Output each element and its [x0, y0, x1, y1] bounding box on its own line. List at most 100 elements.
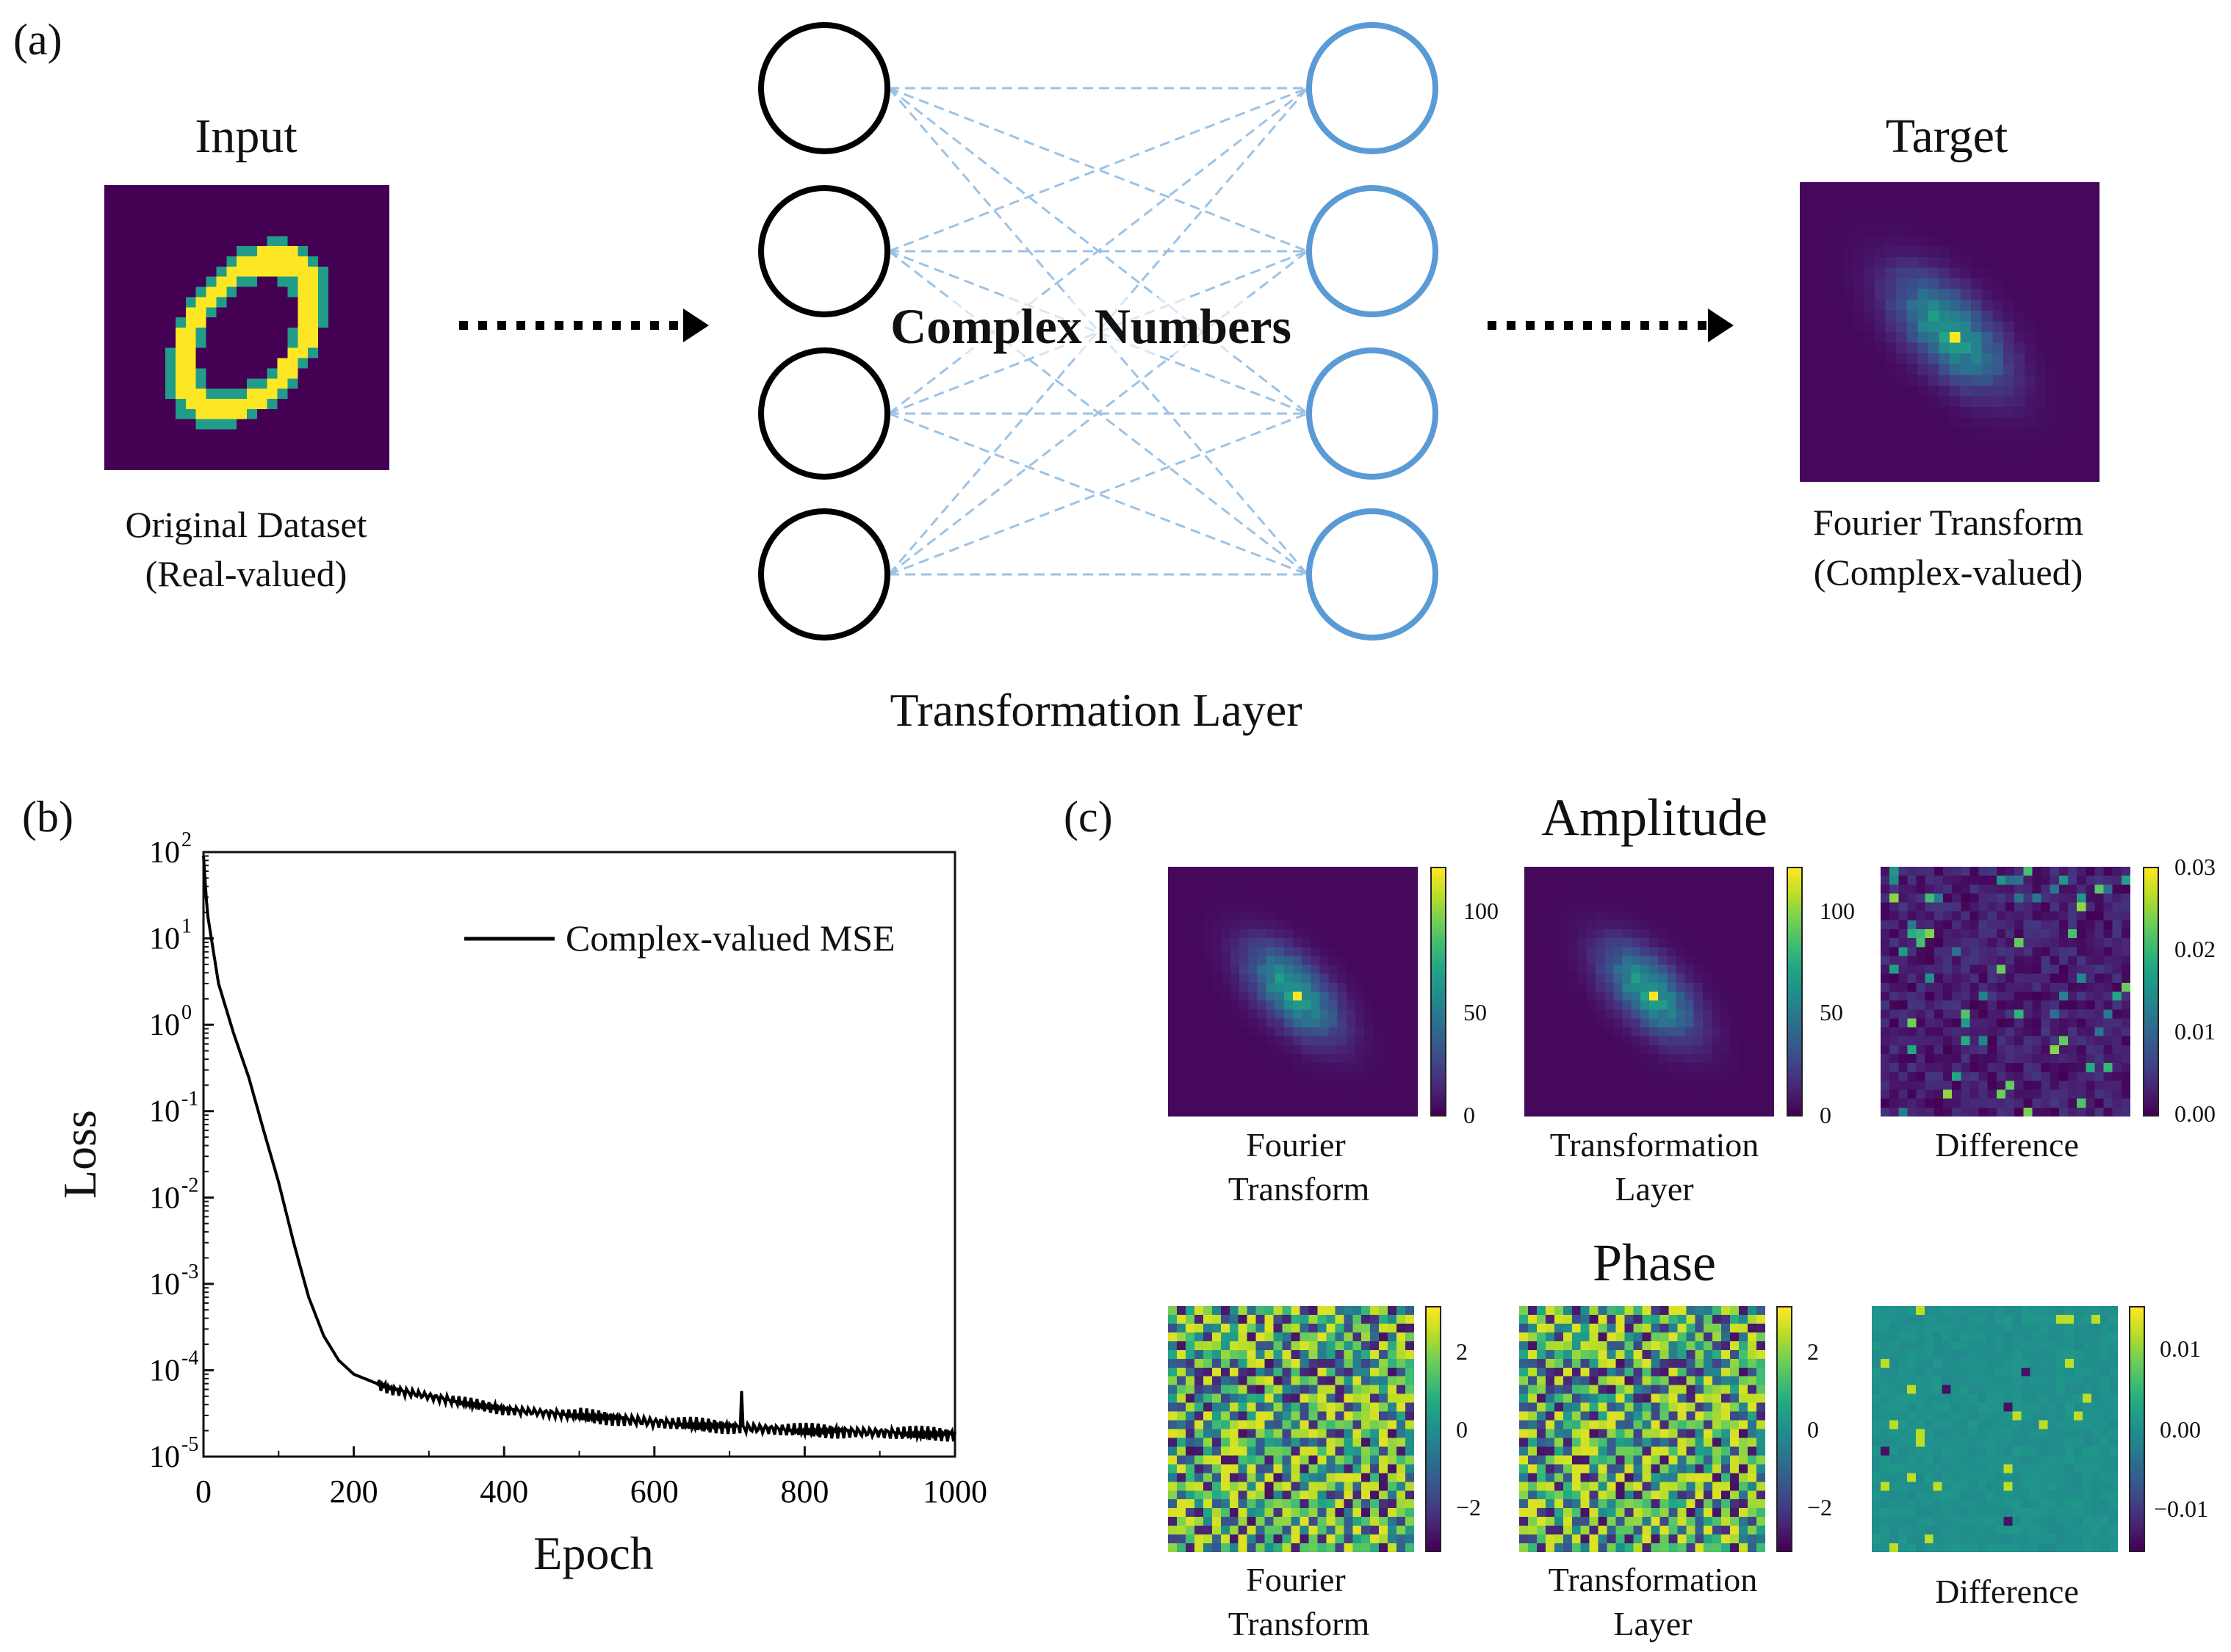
y-tick-label-1: 10	[149, 923, 180, 956]
cbar5-tick-0: 0	[1807, 1416, 1819, 1443]
output-node-2	[1306, 347, 1438, 480]
phase-tl-caption-2: Layer	[1613, 1605, 1693, 1642]
cbar4-tick-0: 0	[1456, 1416, 1468, 1443]
amplitude-title: Amplitude	[1541, 788, 1767, 847]
x-tick-label-1000: 1000	[923, 1474, 987, 1509]
cbar3-tick-0.02: 0.02	[2174, 936, 2216, 962]
y-tick-label-0: 10	[149, 1009, 180, 1042]
panel-a-label: (a)	[13, 15, 62, 64]
network-diagram	[459, 22, 1734, 641]
input-title: Input	[195, 109, 298, 163]
y-tick-exp--4: -4	[181, 1346, 198, 1369]
y-tick-exp--2: -2	[181, 1174, 198, 1197]
cbar5-tick-2: 2	[1807, 1338, 1819, 1365]
panel-c-label: (c)	[1064, 793, 1113, 841]
phase-difference-image	[1872, 1306, 2118, 1552]
input-node-0	[758, 22, 890, 154]
y-tick-label--3: 10	[149, 1268, 180, 1302]
x-tick-label-800: 800	[780, 1474, 829, 1509]
x-tick-label-0: 0	[195, 1474, 212, 1509]
loss-curve	[202, 856, 956, 1443]
y-tick-label--5: 10	[149, 1440, 180, 1474]
phase-ft-caption-1: Fourier	[1246, 1561, 1346, 1598]
network-edges	[887, 87, 1309, 576]
cbar6-tick-m0.01: −0.01	[2154, 1496, 2209, 1522]
amp-ft-caption-2: Transform	[1228, 1170, 1370, 1208]
loss-x-axis-label: Epoch	[533, 1527, 654, 1579]
amplitude-fourier-image	[1168, 867, 1418, 1117]
network-edge-3-0	[887, 87, 1309, 575]
input-caption-line2: (Real-valued)	[145, 553, 347, 594]
amp-diff-caption: Difference	[1935, 1126, 2079, 1164]
network-edge-2-1	[888, 250, 1308, 415]
amplitude-difference-image	[1881, 867, 2130, 1117]
cbar5-tick-m2: −2	[1807, 1494, 1833, 1521]
network-edge-0-3	[887, 87, 1309, 575]
x-tick-label-200: 200	[330, 1474, 378, 1509]
legend-label: Complex-valued MSE	[566, 917, 895, 959]
cbar2-tick-100: 100	[1820, 898, 1855, 924]
complex-numbers-label: Complex Numbers	[890, 297, 1291, 356]
output-node-0	[1306, 22, 1438, 154]
target-caption-line2: (Complex-valued)	[1813, 552, 2083, 593]
network-edge-2-3	[888, 412, 1308, 576]
cbar1-tick-50: 50	[1463, 999, 1487, 1025]
y-tick-label--2: 10	[149, 1181, 180, 1215]
network-edge-2-0	[888, 87, 1308, 415]
cbar3-tick-0.00: 0.00	[2174, 1100, 2216, 1127]
cbar1-tick-0: 0	[1463, 1102, 1475, 1128]
output-arrow-head	[1708, 309, 1734, 342]
network-edge-1-0	[888, 87, 1308, 253]
amplitude-layer-image	[1524, 867, 1774, 1117]
loss-y-axis-label: Loss	[54, 1110, 106, 1199]
network-edge-3-2	[888, 412, 1308, 576]
phase-colorbar-layer	[1776, 1306, 1792, 1552]
y-tick-exp-2: 2	[181, 829, 192, 851]
network-edge-0-1	[888, 87, 1308, 253]
y-tick-exp--3: -3	[181, 1260, 198, 1283]
cbar4-tick-2: 2	[1456, 1338, 1468, 1365]
output-node-3	[1306, 508, 1438, 641]
target-title: Target	[1885, 109, 2008, 163]
cbar2-tick-50: 50	[1820, 999, 1843, 1025]
y-tick-exp-1: 1	[181, 915, 192, 938]
phase-layer-image	[1519, 1306, 1765, 1552]
phase-colorbar-ft	[1425, 1306, 1441, 1552]
target-caption-line1: Fourier Transform	[1812, 502, 2084, 543]
input-caption-line1: Original Dataset	[125, 504, 367, 545]
input-node-3	[758, 508, 890, 641]
amp-tl-caption-1: Transformation	[1549, 1126, 1759, 1164]
phase-diff-caption: Difference	[1935, 1573, 2079, 1610]
phase-tl-caption-1: Transformation	[1548, 1561, 1758, 1598]
cbar3-tick-0.03: 0.03	[2174, 854, 2216, 880]
y-tick-label--4: 10	[149, 1354, 180, 1388]
amp-tl-caption-2: Layer	[1615, 1170, 1694, 1208]
cbar2-tick-0: 0	[1820, 1102, 1831, 1128]
cbar1-tick-100: 100	[1463, 898, 1499, 924]
network-edge-1-2	[888, 250, 1308, 415]
x-tick-label-600: 600	[630, 1474, 679, 1509]
phase-title: Phase	[1593, 1233, 1716, 1292]
y-tick-exp--5: -5	[181, 1433, 198, 1456]
network-nodes	[758, 22, 1438, 641]
input-node-2	[758, 347, 890, 480]
phase-fourier-image	[1168, 1306, 1414, 1552]
cbar3-tick-0.01: 0.01	[2174, 1018, 2216, 1045]
mnist-digit-image	[104, 185, 389, 470]
amplitude-colorbar-ft	[1430, 867, 1446, 1117]
cbar6-tick-0.01: 0.01	[2160, 1335, 2201, 1362]
fourier-target-image	[1800, 182, 2100, 482]
panel-b-label: (b)	[22, 793, 73, 841]
amp-ft-caption-1: Fourier	[1246, 1126, 1346, 1164]
cbar6-tick-0.00: 0.00	[2160, 1416, 2201, 1443]
output-node-1	[1306, 185, 1438, 317]
phase-colorbar-diff	[2129, 1306, 2145, 1552]
cbar4-tick-m2: −2	[1456, 1494, 1482, 1521]
input-node-1	[758, 185, 890, 317]
y-tick-label--1: 10	[149, 1095, 180, 1129]
y-tick-label-2: 10	[149, 836, 180, 870]
y-tick-exp--1: -1	[181, 1088, 198, 1111]
y-tick-exp-0: 0	[181, 1001, 192, 1024]
input-arrow-head	[683, 309, 709, 342]
